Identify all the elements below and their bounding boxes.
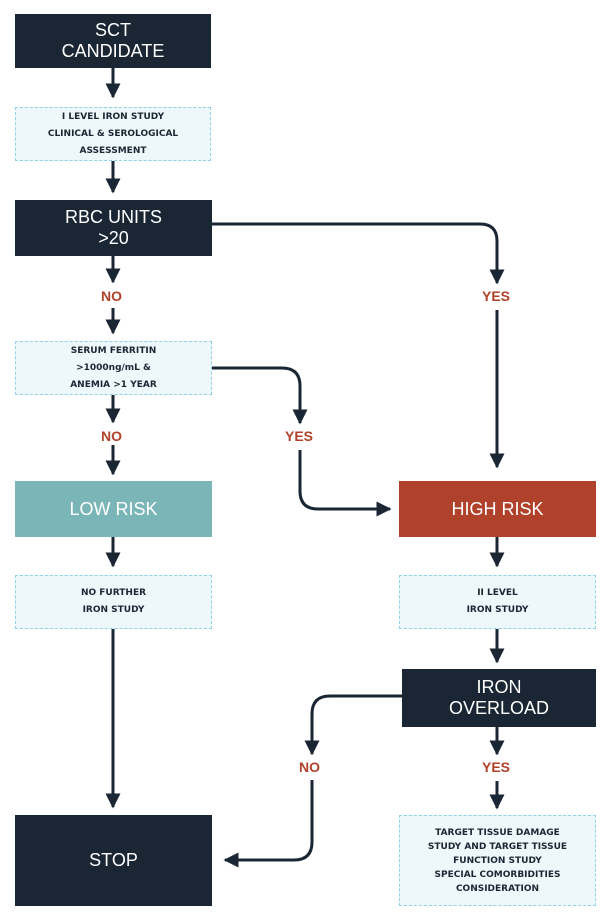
node-stop: STOP [15, 815, 212, 906]
edge-ferritin-yes [212, 366, 308, 425]
node-rbc-units: RBC UNITS >20 [15, 200, 212, 256]
node-target-tissue-study: TARGET TISSUE DAMAGE STUDY AND TARGET TI… [399, 815, 596, 906]
label-rbc-no: NO [101, 288, 122, 304]
node-iron-overload: IRON OVERLOAD [402, 669, 596, 727]
edge-rbc-yes-to-highrisk [212, 222, 505, 285]
edge-ferritin-yes-to-highrisk [298, 450, 392, 517]
node-sct-candidate: SCT CANDIDATE [15, 14, 211, 68]
edge-overload-no-to-stop [223, 780, 314, 868]
node-serum-ferritin: SERUM FERRITIN >1000ng/mL & ANEMIA >1 YE… [15, 341, 212, 395]
node-level2-iron-study: II LEVEL IRON STUDY [399, 575, 596, 629]
label-ferritin-no: NO [101, 428, 122, 444]
node-level1-iron-study: I LEVEL IRON STUDY CLINICAL & SEROLOGICA… [15, 107, 211, 161]
label-ferritin-yes: YES [285, 428, 314, 444]
label-rbc-yes: YES [482, 288, 511, 304]
label-overload-no: NO [299, 759, 320, 775]
edge-overload-no [304, 694, 402, 756]
node-low-risk: LOW RISK [15, 481, 212, 537]
node-high-risk: HIGH RISK [399, 481, 596, 537]
label-overload-yes: YES [482, 759, 511, 775]
node-no-further-iron-study: NO FURTHER IRON STUDY [15, 575, 212, 629]
